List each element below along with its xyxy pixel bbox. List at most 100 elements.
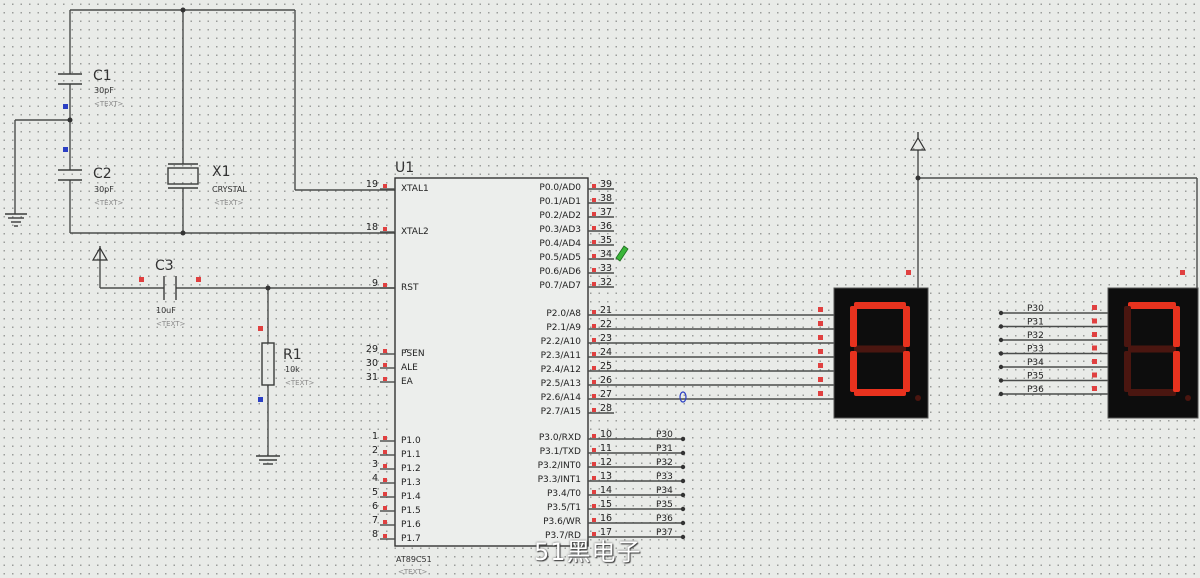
p2-bus-wires bbox=[614, 307, 834, 400]
pin-number: 24 bbox=[600, 347, 612, 358]
net-label-text: P32 bbox=[656, 458, 673, 468]
pin-name: P3.7/RD bbox=[545, 531, 581, 541]
pin-name: PSEN bbox=[401, 349, 425, 359]
net-label-p31: P31 bbox=[614, 444, 686, 456]
pin-name: P1.7 bbox=[401, 534, 421, 544]
net-label-p33: P33 bbox=[614, 472, 686, 484]
pin-name: P3.4/T0 bbox=[547, 489, 581, 499]
u1-text-label: <TEXT> bbox=[398, 568, 428, 576]
seven-segment-display-1[interactable] bbox=[833, 287, 929, 419]
pin-number: 26 bbox=[600, 375, 612, 386]
segment-g bbox=[1128, 345, 1176, 353]
pin-name: P1.2 bbox=[401, 464, 421, 474]
c3-text-label: <TEXT> bbox=[156, 320, 186, 328]
x1-ref-label: X1 bbox=[212, 164, 231, 180]
display2-net-p36: P36 bbox=[998, 385, 1108, 397]
pin-number: 5 bbox=[372, 487, 378, 498]
net-label-text: P30 bbox=[1027, 304, 1044, 314]
mcu-pin-p1-2[interactable]: 3 P1.2 bbox=[372, 459, 421, 474]
pin-number: 4 bbox=[372, 473, 378, 484]
display2-net-p35: P35 bbox=[998, 372, 1108, 383]
capacitor-c1[interactable]: C1 30pF <TEXT> bbox=[58, 68, 124, 109]
pin-name: P2.2/A10 bbox=[541, 337, 582, 347]
seven-segment-display-2[interactable] bbox=[1107, 287, 1199, 419]
mcu-pin-xtal2[interactable]: 18 XTAL2 bbox=[366, 222, 429, 237]
capacitor-c3[interactable]: C3 10uF <TEXT> bbox=[139, 258, 201, 328]
segment-c bbox=[903, 351, 910, 392]
pin-number: 33 bbox=[600, 263, 612, 274]
pin-name: P0.4/AD4 bbox=[539, 239, 581, 249]
pin-number: 39 bbox=[600, 179, 612, 190]
mcu-pin-p0-6-ad6[interactable]: 33 P0.6/AD6 bbox=[539, 263, 614, 277]
resistor-r1[interactable]: R1 10k <TEXT> bbox=[258, 326, 315, 402]
pin-number: 15 bbox=[600, 499, 612, 510]
pin-number: 34 bbox=[600, 249, 612, 260]
pin-name: P0.6/AD6 bbox=[539, 267, 581, 277]
pin-number: 18 bbox=[366, 222, 378, 233]
mcu-pin-xtal1[interactable]: 19 XTAL1 bbox=[366, 179, 429, 194]
pin-name: P2.0/A8 bbox=[546, 309, 581, 319]
pin-number: 22 bbox=[600, 319, 612, 330]
c1-ref-label: C1 bbox=[93, 68, 112, 84]
net-label-text: P33 bbox=[656, 472, 673, 482]
segment-e bbox=[1124, 351, 1131, 392]
segment-a bbox=[1128, 302, 1176, 309]
pin-name: XTAL1 bbox=[401, 184, 429, 194]
pin-number: 6 bbox=[372, 501, 378, 512]
pin-number: 32 bbox=[600, 277, 612, 288]
net-label-text: P36 bbox=[656, 514, 673, 524]
pin-name: XTAL2 bbox=[401, 227, 429, 237]
mcu-pin-p0-4-ad4[interactable]: 35 P0.4/AD4 bbox=[539, 235, 614, 249]
pin-number: 35 bbox=[600, 235, 612, 246]
pin-name: P0.1/AD1 bbox=[539, 197, 581, 207]
pin-number: 16 bbox=[600, 513, 612, 524]
pin-number: 19 bbox=[366, 179, 378, 190]
pin-number: 30 bbox=[366, 358, 378, 369]
pencil-cursor-icon bbox=[615, 245, 629, 262]
pin-number: 3 bbox=[372, 459, 378, 470]
crystal-x1[interactable]: X1 CRYSTAL <TEXT> bbox=[167, 163, 247, 207]
net-label-p37: P37 bbox=[614, 528, 686, 540]
r1-text-label: <TEXT> bbox=[285, 379, 315, 387]
capacitor-c2[interactable]: C2 30pF <TEXT> bbox=[58, 147, 124, 207]
reset-wires bbox=[99, 260, 395, 456]
pin-marker bbox=[818, 321, 823, 326]
pin-name: P2.4/A12 bbox=[541, 365, 581, 375]
